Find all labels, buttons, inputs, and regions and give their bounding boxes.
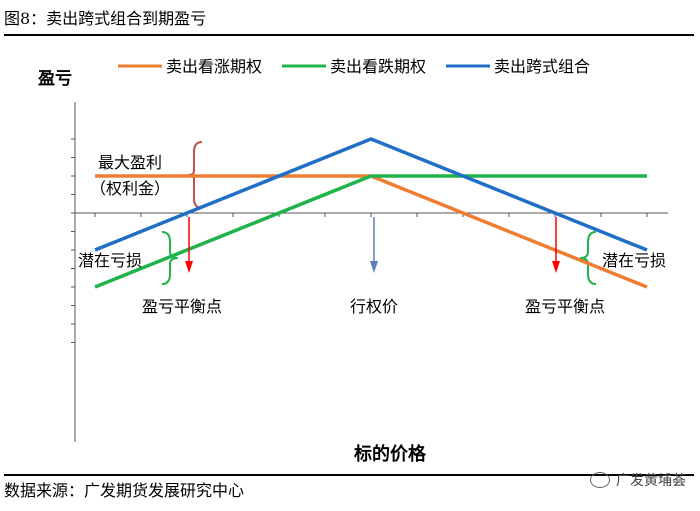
- legend-label-put: 卖出看跌期权: [330, 57, 426, 76]
- breakeven-left-label: 盈亏平衡点: [142, 297, 222, 316]
- watermark: 广发黄埔荟: [590, 470, 686, 490]
- breakeven-right-label: 盈亏平衡点: [525, 297, 605, 316]
- potential-loss-right-label: 潜在亏损: [602, 251, 666, 270]
- chart-axes: [71, 102, 668, 442]
- wechat-icon: [590, 472, 610, 488]
- strike-arrow-head: [370, 261, 378, 273]
- max-profit-sublabel: （权利金）: [90, 179, 170, 198]
- watermark-text: 广发黄埔荟: [616, 473, 686, 489]
- potential-loss-left-bracket: [161, 231, 179, 285]
- y-axis-label: 盈亏: [37, 69, 72, 89]
- potential-loss-right-bracket: [579, 231, 597, 285]
- x-axis-label: 标的价格: [353, 443, 427, 465]
- legend-label-straddle: 卖出跨式组合: [494, 57, 590, 76]
- payoff-chart: 盈亏 标的价格 卖出看涨期权 卖出看跌期权 卖出跨式组合 最大盈利 （权利金） …: [37, 57, 668, 465]
- figure-title: 图8：卖出跨式组合到期盈亏: [4, 4, 694, 36]
- series-line-2: [94, 137, 648, 252]
- strike-label: 行权价: [350, 297, 398, 316]
- annotation-arrows: [185, 217, 560, 273]
- legend-label-call: 卖出看涨期权: [166, 57, 262, 76]
- legend: 卖出看涨期权 卖出看跌期权 卖出跨式组合: [118, 57, 590, 76]
- breakeven-left-arrow-head: [185, 261, 193, 273]
- series-line-1: [94, 174, 647, 289]
- series-line-0: [95, 174, 648, 289]
- series-lines: [94, 137, 648, 289]
- figure-source: 数据来源：广发期货发展研究中心: [4, 474, 694, 508]
- potential-loss-left-label: 潜在亏损: [78, 251, 142, 270]
- max-profit-label: 最大盈利: [98, 153, 162, 172]
- breakeven-right-arrow-head: [552, 261, 560, 273]
